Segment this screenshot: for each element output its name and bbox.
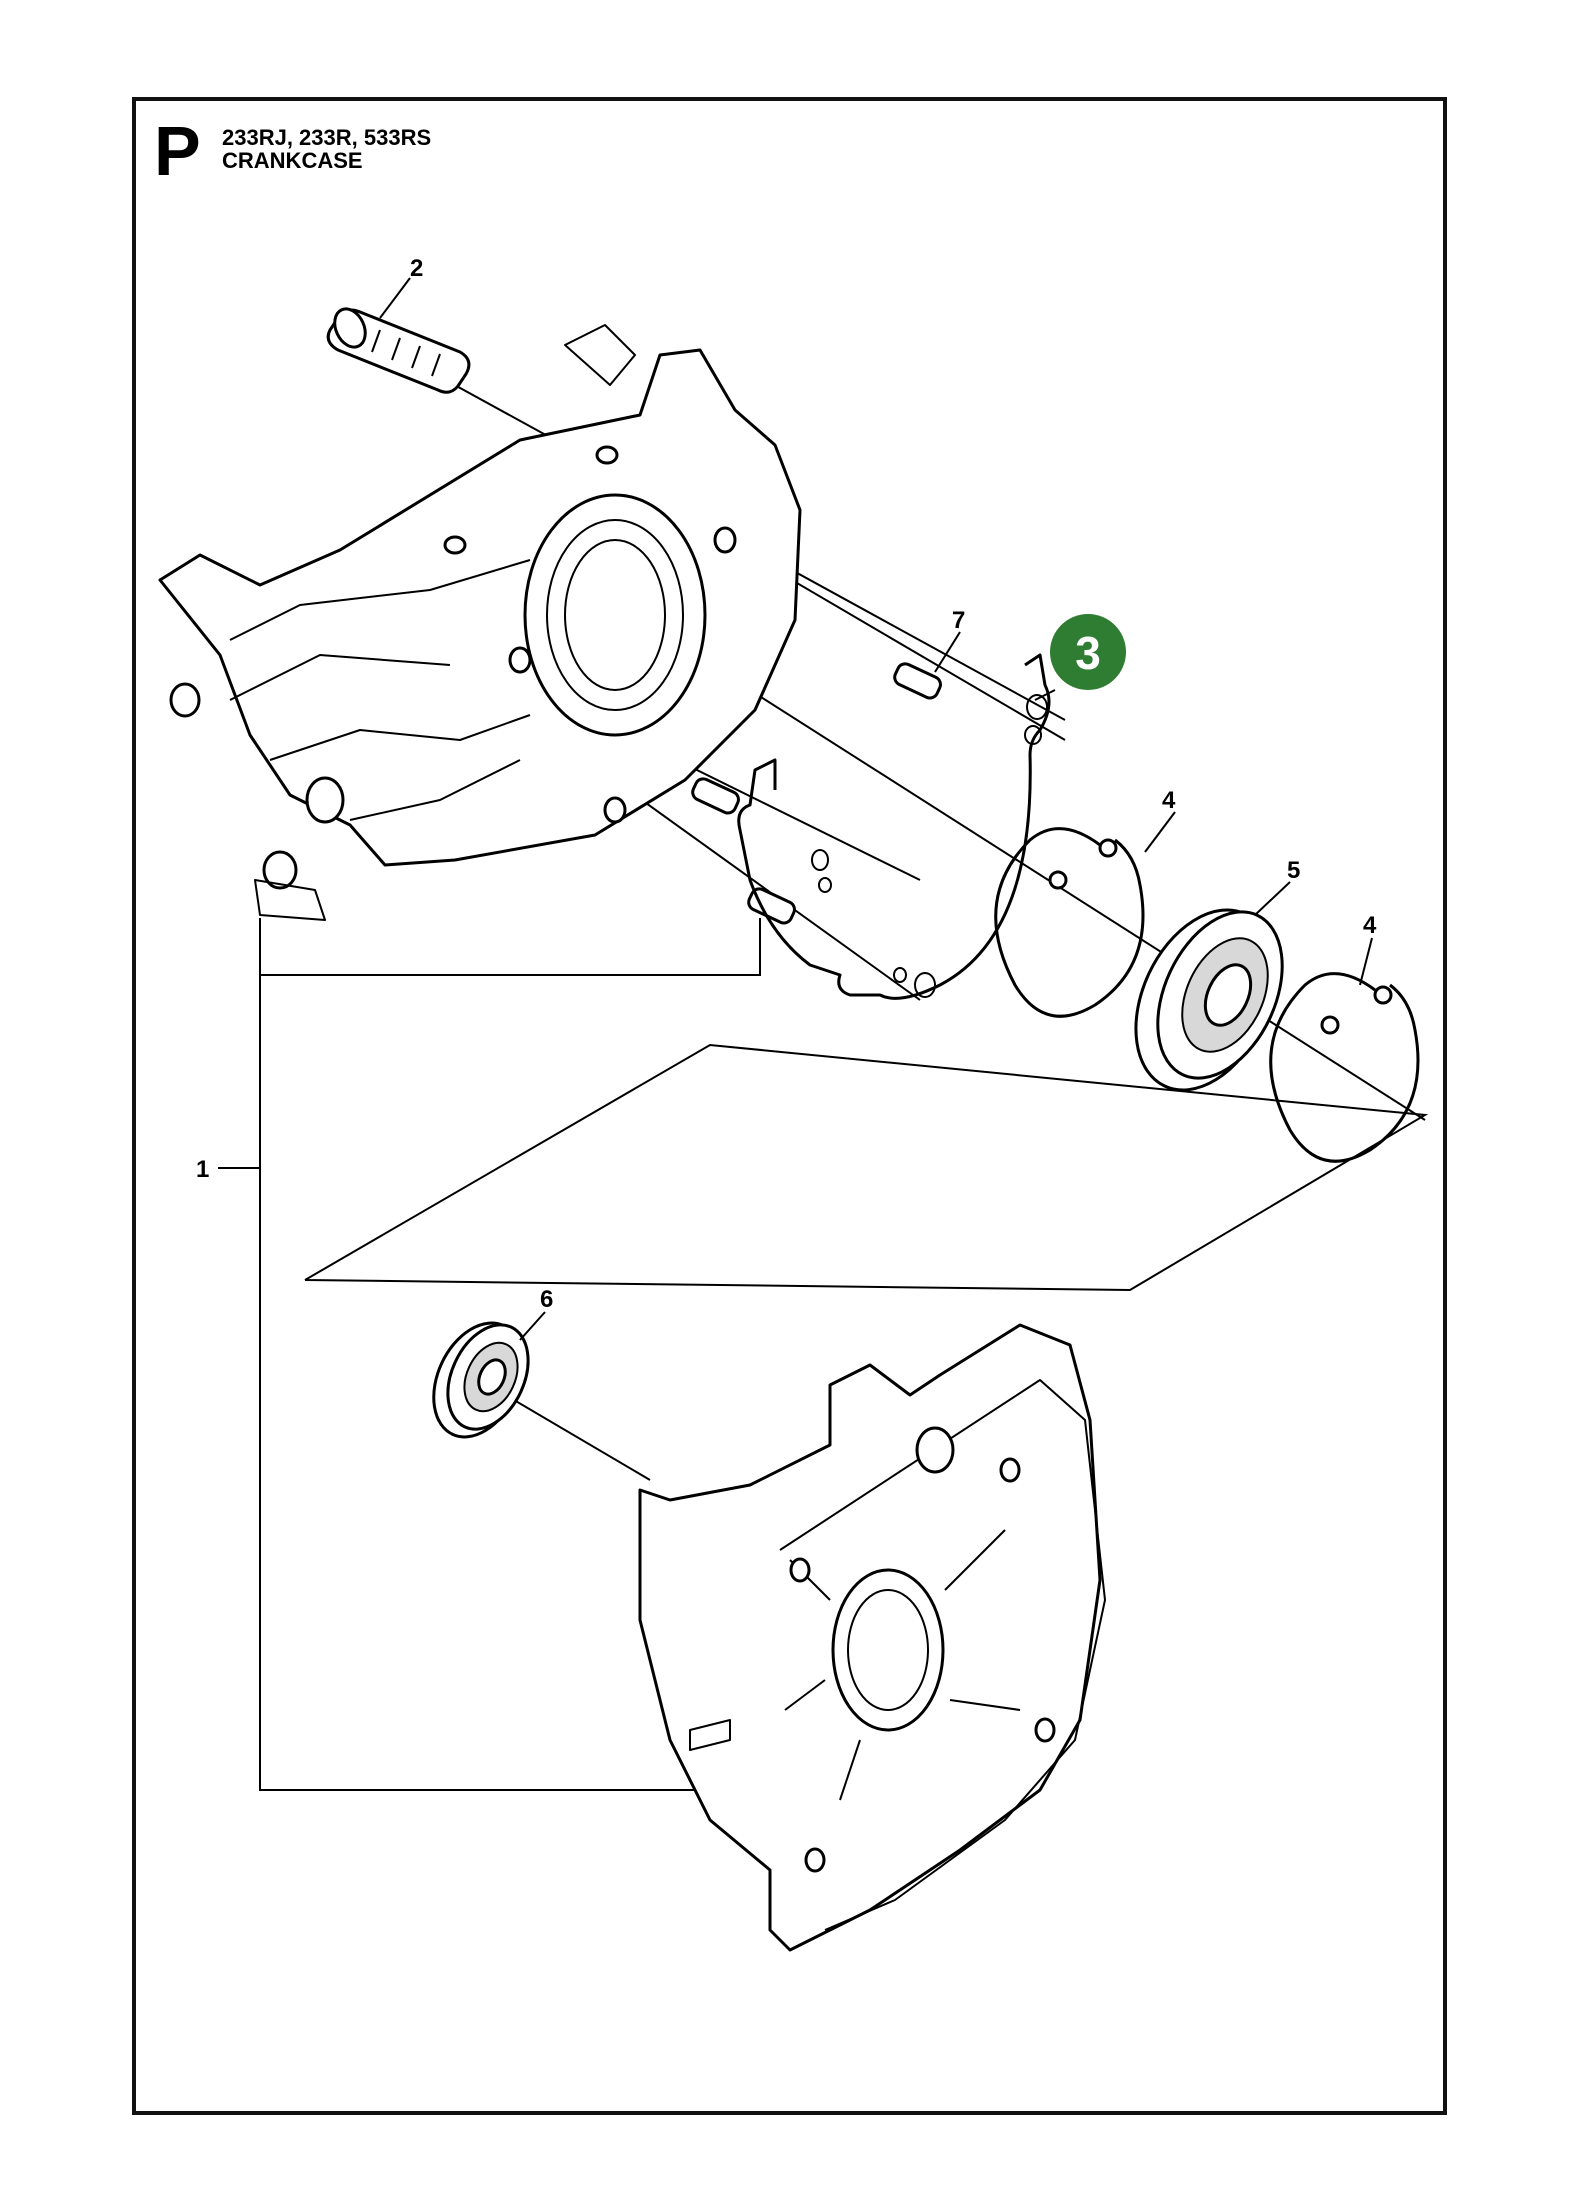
assembly-guide-lines (218, 354, 1429, 1791)
callout-7: 7 (952, 607, 965, 634)
part-circlip-upper[interactable] (994, 827, 1145, 1018)
model-list: 233RJ, 233R, 533RS (222, 125, 432, 150)
highlight-badge (1050, 614, 1126, 690)
group-title: CRANKCASE (222, 148, 363, 174)
callout-leaders (379, 277, 1373, 1341)
section-letter: P (154, 112, 201, 190)
part-oil-seal[interactable] (416, 1309, 543, 1452)
part-dowel-pins[interactable] (690, 661, 943, 925)
callout-3: 3 (1075, 627, 1101, 679)
part-circlip-lower[interactable] (1269, 972, 1420, 1163)
part-crankcase-upper-half[interactable] (158, 324, 802, 921)
part-gasket[interactable] (737, 653, 1051, 1000)
callout-1: 1 (196, 1156, 209, 1183)
callout-2: 2 (410, 255, 423, 282)
callout-labels: 1 2 4 4 5 6 7 (196, 255, 1377, 1313)
part-crankcase-lower-half[interactable] (638, 1323, 1106, 1952)
callout-3-highlight[interactable]: 3 (1050, 614, 1126, 690)
page-frame (132, 97, 1447, 2115)
callout-5: 5 (1287, 857, 1300, 884)
part-screw[interactable] (326, 304, 471, 394)
model-title: 233RJ, 233R, 533RS CRANKCASE (222, 126, 431, 172)
part-bearing[interactable] (1109, 888, 1307, 1113)
callout-4-lower: 4 (1363, 912, 1377, 939)
callout-6: 6 (540, 1286, 553, 1313)
callout-4-upper: 4 (1162, 787, 1176, 814)
